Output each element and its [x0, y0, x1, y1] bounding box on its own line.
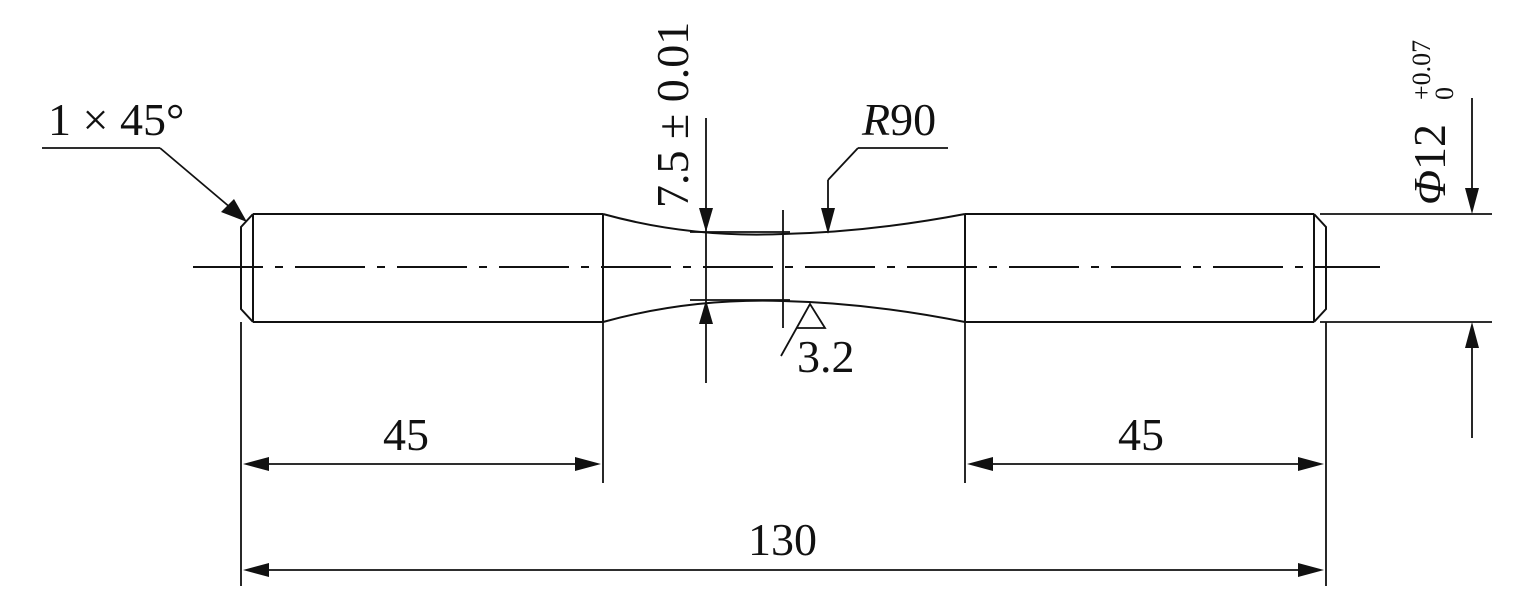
total-length-dimension — [243, 563, 1324, 577]
right-length-label: 45 — [1118, 409, 1164, 460]
chamfer-leader — [42, 147, 247, 222]
right-length-dimension — [964, 322, 1327, 586]
total-length-label: 130 — [748, 514, 817, 565]
diameter-label: Φ12 — [1404, 124, 1455, 205]
diameter-dimension — [1320, 98, 1492, 438]
specimen-outline — [240, 213, 1327, 323]
roughness-symbol — [780, 302, 827, 357]
radius-label: R90 — [861, 94, 936, 145]
neck-dimension-label: 7.5 ± 0.01 — [647, 22, 698, 208]
roughness-label: 3.2 — [797, 331, 855, 382]
neck-dimension — [690, 118, 790, 383]
radius-leader — [821, 147, 948, 234]
left-length-dimension — [240, 322, 604, 586]
chamfer-label: 1 × 45° — [48, 94, 184, 145]
left-length-label: 45 — [383, 409, 429, 460]
diameter-tolerance-upper: +0.07 — [1407, 40, 1436, 100]
diameter-tolerance-lower: 0 — [1430, 87, 1459, 100]
